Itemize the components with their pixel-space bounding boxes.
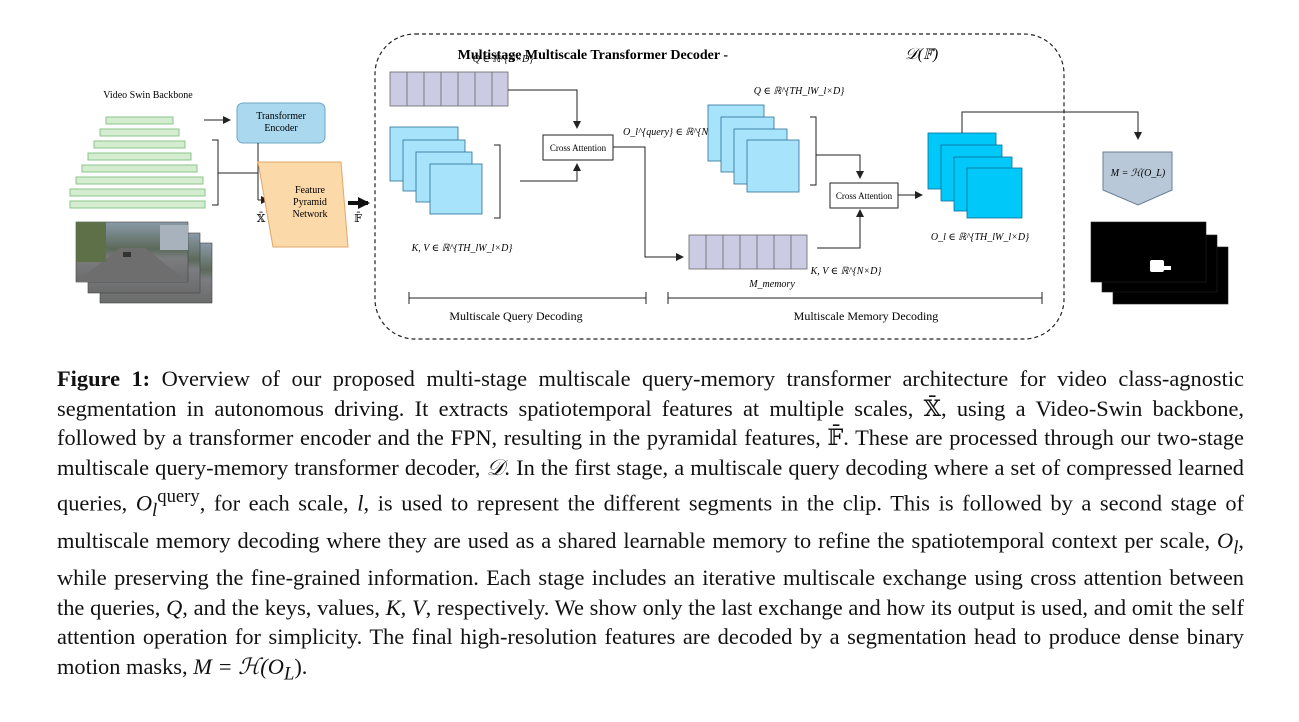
decoder-title: Multistage Multiscale Transformer Decode… (458, 48, 729, 63)
caption-label: Figure 1: (57, 366, 151, 391)
memory-tokens (688, 234, 808, 270)
input-video-frames (75, 221, 213, 304)
encoder-label-line1: Transformer (256, 111, 306, 122)
fpn-label-line1: Feature (295, 185, 326, 196)
caption-sym-ol-sub: l (1233, 537, 1239, 559)
caption-text-3: . These are processed through our two-st… (57, 425, 1244, 480)
caption-sym-f: 𝔽̄ (827, 425, 844, 451)
cross-attention-2-box (829, 182, 899, 209)
transformer-encoder-box (236, 102, 326, 144)
caption-sym-q: Q (166, 594, 183, 620)
q-feature-stack-2 (707, 104, 800, 193)
caption-sym-oq-sub: l (152, 500, 158, 522)
decoder-symbol: 𝒟(𝔽̄) (905, 46, 938, 63)
stage-2-bracket (667, 292, 1043, 304)
cross-attention-1-label: Cross Attention (550, 143, 607, 153)
head-label: M = ℋ(O_L) (1110, 168, 1166, 179)
architecture-diagram: Video Swin Backbone Transformer Encoder … (69, 33, 1229, 340)
x-bar-label: 𝕏̄ (257, 212, 266, 225)
encoder-label-line2: Encoder (264, 123, 298, 134)
cross-attention-1-box (542, 134, 614, 161)
kv-query-label: K, V ∈ ℝ^{TH_lW_l×D} (411, 243, 513, 254)
output-motion-masks (1090, 221, 1229, 305)
caption-sym-l: l (357, 490, 364, 516)
caption-text-7: , while preserving the fine-grained info… (57, 527, 1244, 620)
stage-2-label: Multiscale Memory Decoding (794, 309, 939, 323)
figure-caption: Figure 1: Overview of our proposed multi… (57, 364, 1244, 689)
stage-1-bracket (408, 292, 647, 304)
caption-sym-oq: O (135, 490, 153, 516)
caption-text-1: Overview of our proposed multi-stage mul… (57, 366, 1244, 421)
fpn-label-line2: Pyramid (293, 197, 327, 208)
output-feature-stack (927, 132, 1023, 219)
caption-text-8: , and the keys, values, (182, 594, 386, 620)
fpn-label-line3: Network (293, 209, 328, 220)
fpn-box (257, 161, 349, 248)
caption-text-4: . In the first stage, a multiscale query… (57, 454, 1244, 516)
segmentation-head (1102, 151, 1173, 206)
caption-text-2: , using a Video-Swin backbone, followed … (57, 395, 1244, 451)
o-l-label: O_l ∈ ℝ^{TH_lW_l×D} (931, 232, 1029, 243)
backbone-label: Video Swin Backbone (103, 90, 193, 101)
caption-sym-m-sub: L (283, 663, 295, 685)
cross-attention-2-label: Cross Attention (836, 191, 893, 201)
caption-text-6: , is used to represent the different seg… (57, 490, 1244, 553)
o-query-label: O_l^{query} ∈ ℝ^{N×D} (623, 127, 726, 138)
query-tokens (389, 71, 509, 107)
m-memory-label: M_memory (748, 279, 795, 290)
caption-sym-kv: K, V (385, 594, 426, 620)
f-bar-label: 𝔽̄ (354, 212, 362, 225)
kv-memory-label: K, V ∈ ℝ^{N×D} (810, 266, 882, 277)
caption-sym-x: 𝕏̄ (923, 395, 941, 421)
caption-text-9: , respectively. We show only the last ex… (57, 594, 1244, 679)
backbone-feature-bars (69, 116, 206, 209)
caption-sym-m-end: ). (294, 653, 308, 679)
stage-1-label: Multiscale Query Decoding (449, 309, 582, 323)
kv-feature-stack-1 (389, 126, 483, 215)
decoder-container (374, 33, 1065, 340)
caption-sym-oq-sup: query (157, 486, 200, 508)
caption-sym-d: 𝒟 (486, 454, 505, 480)
caption-sym-m: M = ℋ(O (193, 653, 284, 679)
q-query-label: Q ∈ ℝ^{N×D} (473, 54, 533, 65)
caption-sym-ol: O (1217, 527, 1234, 553)
q-memory-label: Q ∈ ℝ^{TH_lW_l×D} (754, 86, 844, 97)
caption-text-5: , for each scale, (199, 490, 358, 516)
